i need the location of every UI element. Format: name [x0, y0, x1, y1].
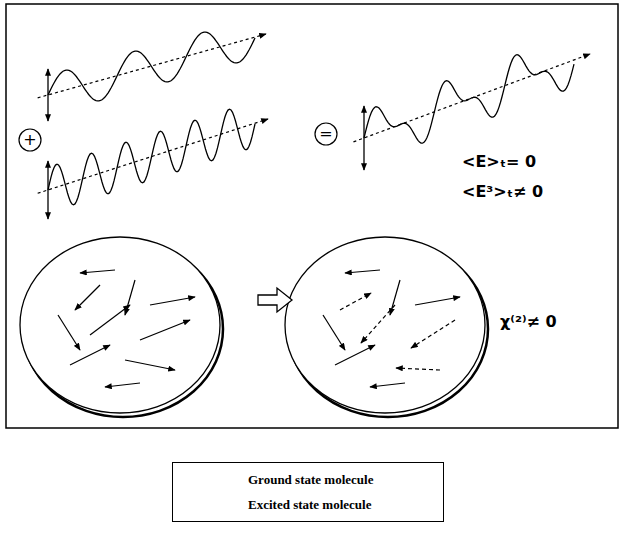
ground-molecule	[345, 270, 380, 273]
ground-molecule	[90, 305, 130, 335]
polarization-arrow	[363, 106, 364, 170]
ground-molecule	[75, 285, 100, 310]
operator-circle: +	[18, 128, 42, 152]
ground-molecule	[125, 360, 175, 370]
sample-disc	[285, 237, 485, 413]
ground-molecule	[140, 320, 190, 340]
ground-molecule	[80, 270, 115, 273]
ground-molecule	[70, 345, 110, 365]
legend-text: Ground state molecule	[248, 472, 373, 488]
field-wave	[48, 109, 255, 205]
ground-molecule	[58, 315, 80, 350]
ground-molecule	[390, 280, 400, 315]
circle-outline	[315, 123, 337, 145]
excited-molecule	[411, 320, 455, 348]
polarization-arrow	[47, 69, 48, 121]
sample-disc	[20, 237, 220, 413]
field-expression: χ⁽²⁾≠ 0	[500, 312, 557, 331]
ground-molecule	[105, 383, 140, 387]
excited-molecule	[396, 368, 440, 370]
operator-symbol: +	[23, 132, 36, 148]
field-expression: <E³>ₜ≠ 0	[462, 182, 543, 201]
ground-molecule	[335, 345, 375, 365]
circle-outline	[19, 129, 41, 151]
field-wave	[364, 55, 574, 143]
field-wave	[48, 32, 255, 101]
operator-circle: =	[314, 122, 338, 146]
field-expression: <E>ₜ= 0	[462, 152, 536, 171]
excited-molecule	[361, 305, 395, 343]
excited-molecule	[340, 293, 371, 310]
legend-box	[172, 462, 444, 522]
ground-molecule	[370, 383, 405, 387]
legend-text: Excited state molecule	[248, 497, 371, 513]
ground-molecule	[415, 297, 460, 305]
block-arrow	[258, 288, 292, 312]
propagation-axis	[38, 119, 268, 193]
ground-molecule	[125, 280, 135, 315]
operator-symbol: =	[319, 126, 332, 142]
polarization-arrow	[47, 161, 48, 219]
ground-molecule	[323, 315, 345, 350]
ground-molecule	[150, 297, 195, 305]
figure-frame	[6, 4, 618, 428]
